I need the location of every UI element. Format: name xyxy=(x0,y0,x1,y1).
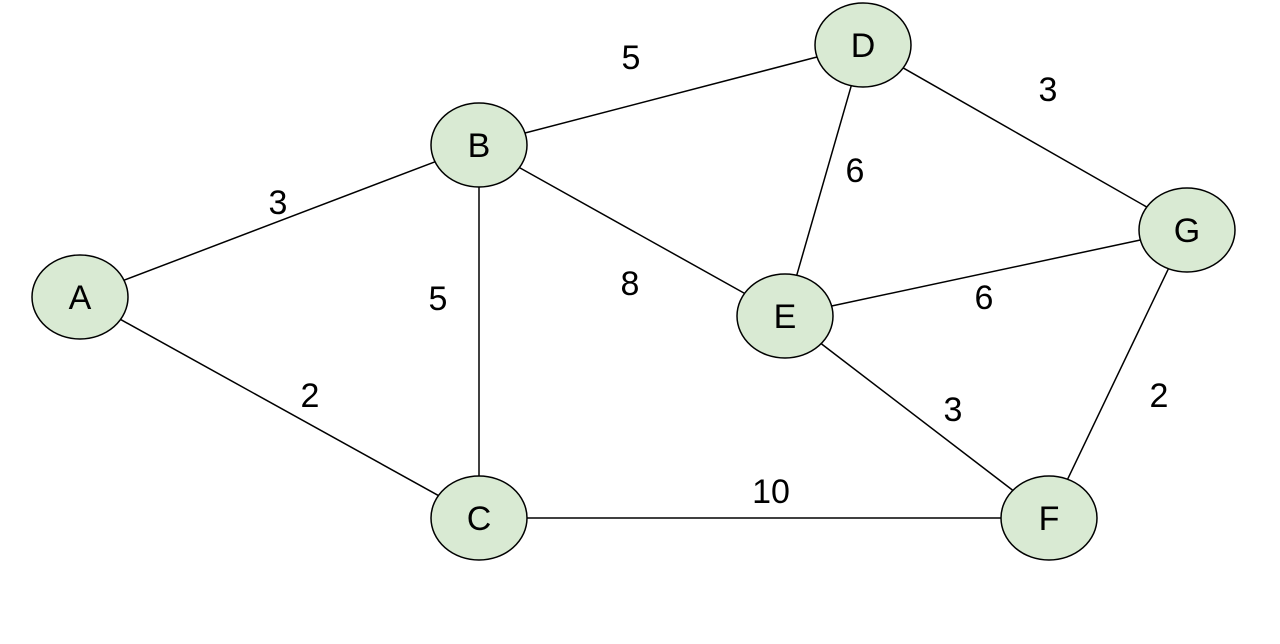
node-b-circle xyxy=(430,102,528,188)
edge-weight-a-c: 2 xyxy=(301,377,320,415)
edge-weight-d-e: 6 xyxy=(846,152,865,190)
edge-weight-g-f: 2 xyxy=(1150,377,1169,415)
edge-weight-b-c: 5 xyxy=(429,280,448,318)
node-a: A xyxy=(31,254,129,340)
node-c-label: C xyxy=(467,500,492,538)
node-f-circle xyxy=(1000,475,1098,561)
node-g-circle xyxy=(1138,187,1236,273)
edge-a-c xyxy=(120,318,439,497)
edge-weight-b-e: 8 xyxy=(621,265,640,303)
edge-weight-b-d: 5 xyxy=(622,39,641,77)
edge-e-f xyxy=(820,343,1014,491)
node-e: E xyxy=(736,273,834,359)
node-a-circle xyxy=(31,254,129,340)
edge-weight-c-f: 10 xyxy=(752,473,790,511)
edge-weight-d-g: 3 xyxy=(1039,71,1058,109)
edge-d-e xyxy=(796,85,852,276)
nodes-layer: A B C D E F G xyxy=(31,2,1236,561)
node-e-label: E xyxy=(774,298,797,336)
edge-b-e xyxy=(519,166,745,295)
edge-weights-layer: 3 2 5 5 8 6 3 6 3 10 2 xyxy=(269,39,1169,511)
node-e-circle xyxy=(736,273,834,359)
node-c-circle xyxy=(430,475,528,561)
node-f: F xyxy=(1000,475,1098,561)
node-d: D xyxy=(814,2,912,88)
edge-weight-e-f: 3 xyxy=(944,391,963,429)
node-g-label: G xyxy=(1174,212,1200,250)
edge-d-g xyxy=(902,67,1148,208)
node-g: G xyxy=(1138,187,1236,273)
edge-b-d xyxy=(524,56,818,134)
node-d-label: D xyxy=(851,27,876,65)
edge-a-b xyxy=(123,161,436,281)
node-c: C xyxy=(430,475,528,561)
node-a-label: A xyxy=(69,279,92,317)
edge-g-f xyxy=(1066,268,1170,480)
edge-weight-a-b: 3 xyxy=(269,184,288,222)
edge-weight-e-g: 6 xyxy=(975,279,994,317)
edges-layer xyxy=(120,56,1170,519)
node-d-circle xyxy=(814,2,912,88)
edge-e-g xyxy=(831,239,1141,307)
node-f-label: F xyxy=(1039,500,1060,538)
node-b: B xyxy=(430,102,528,188)
node-b-label: B xyxy=(468,127,491,165)
